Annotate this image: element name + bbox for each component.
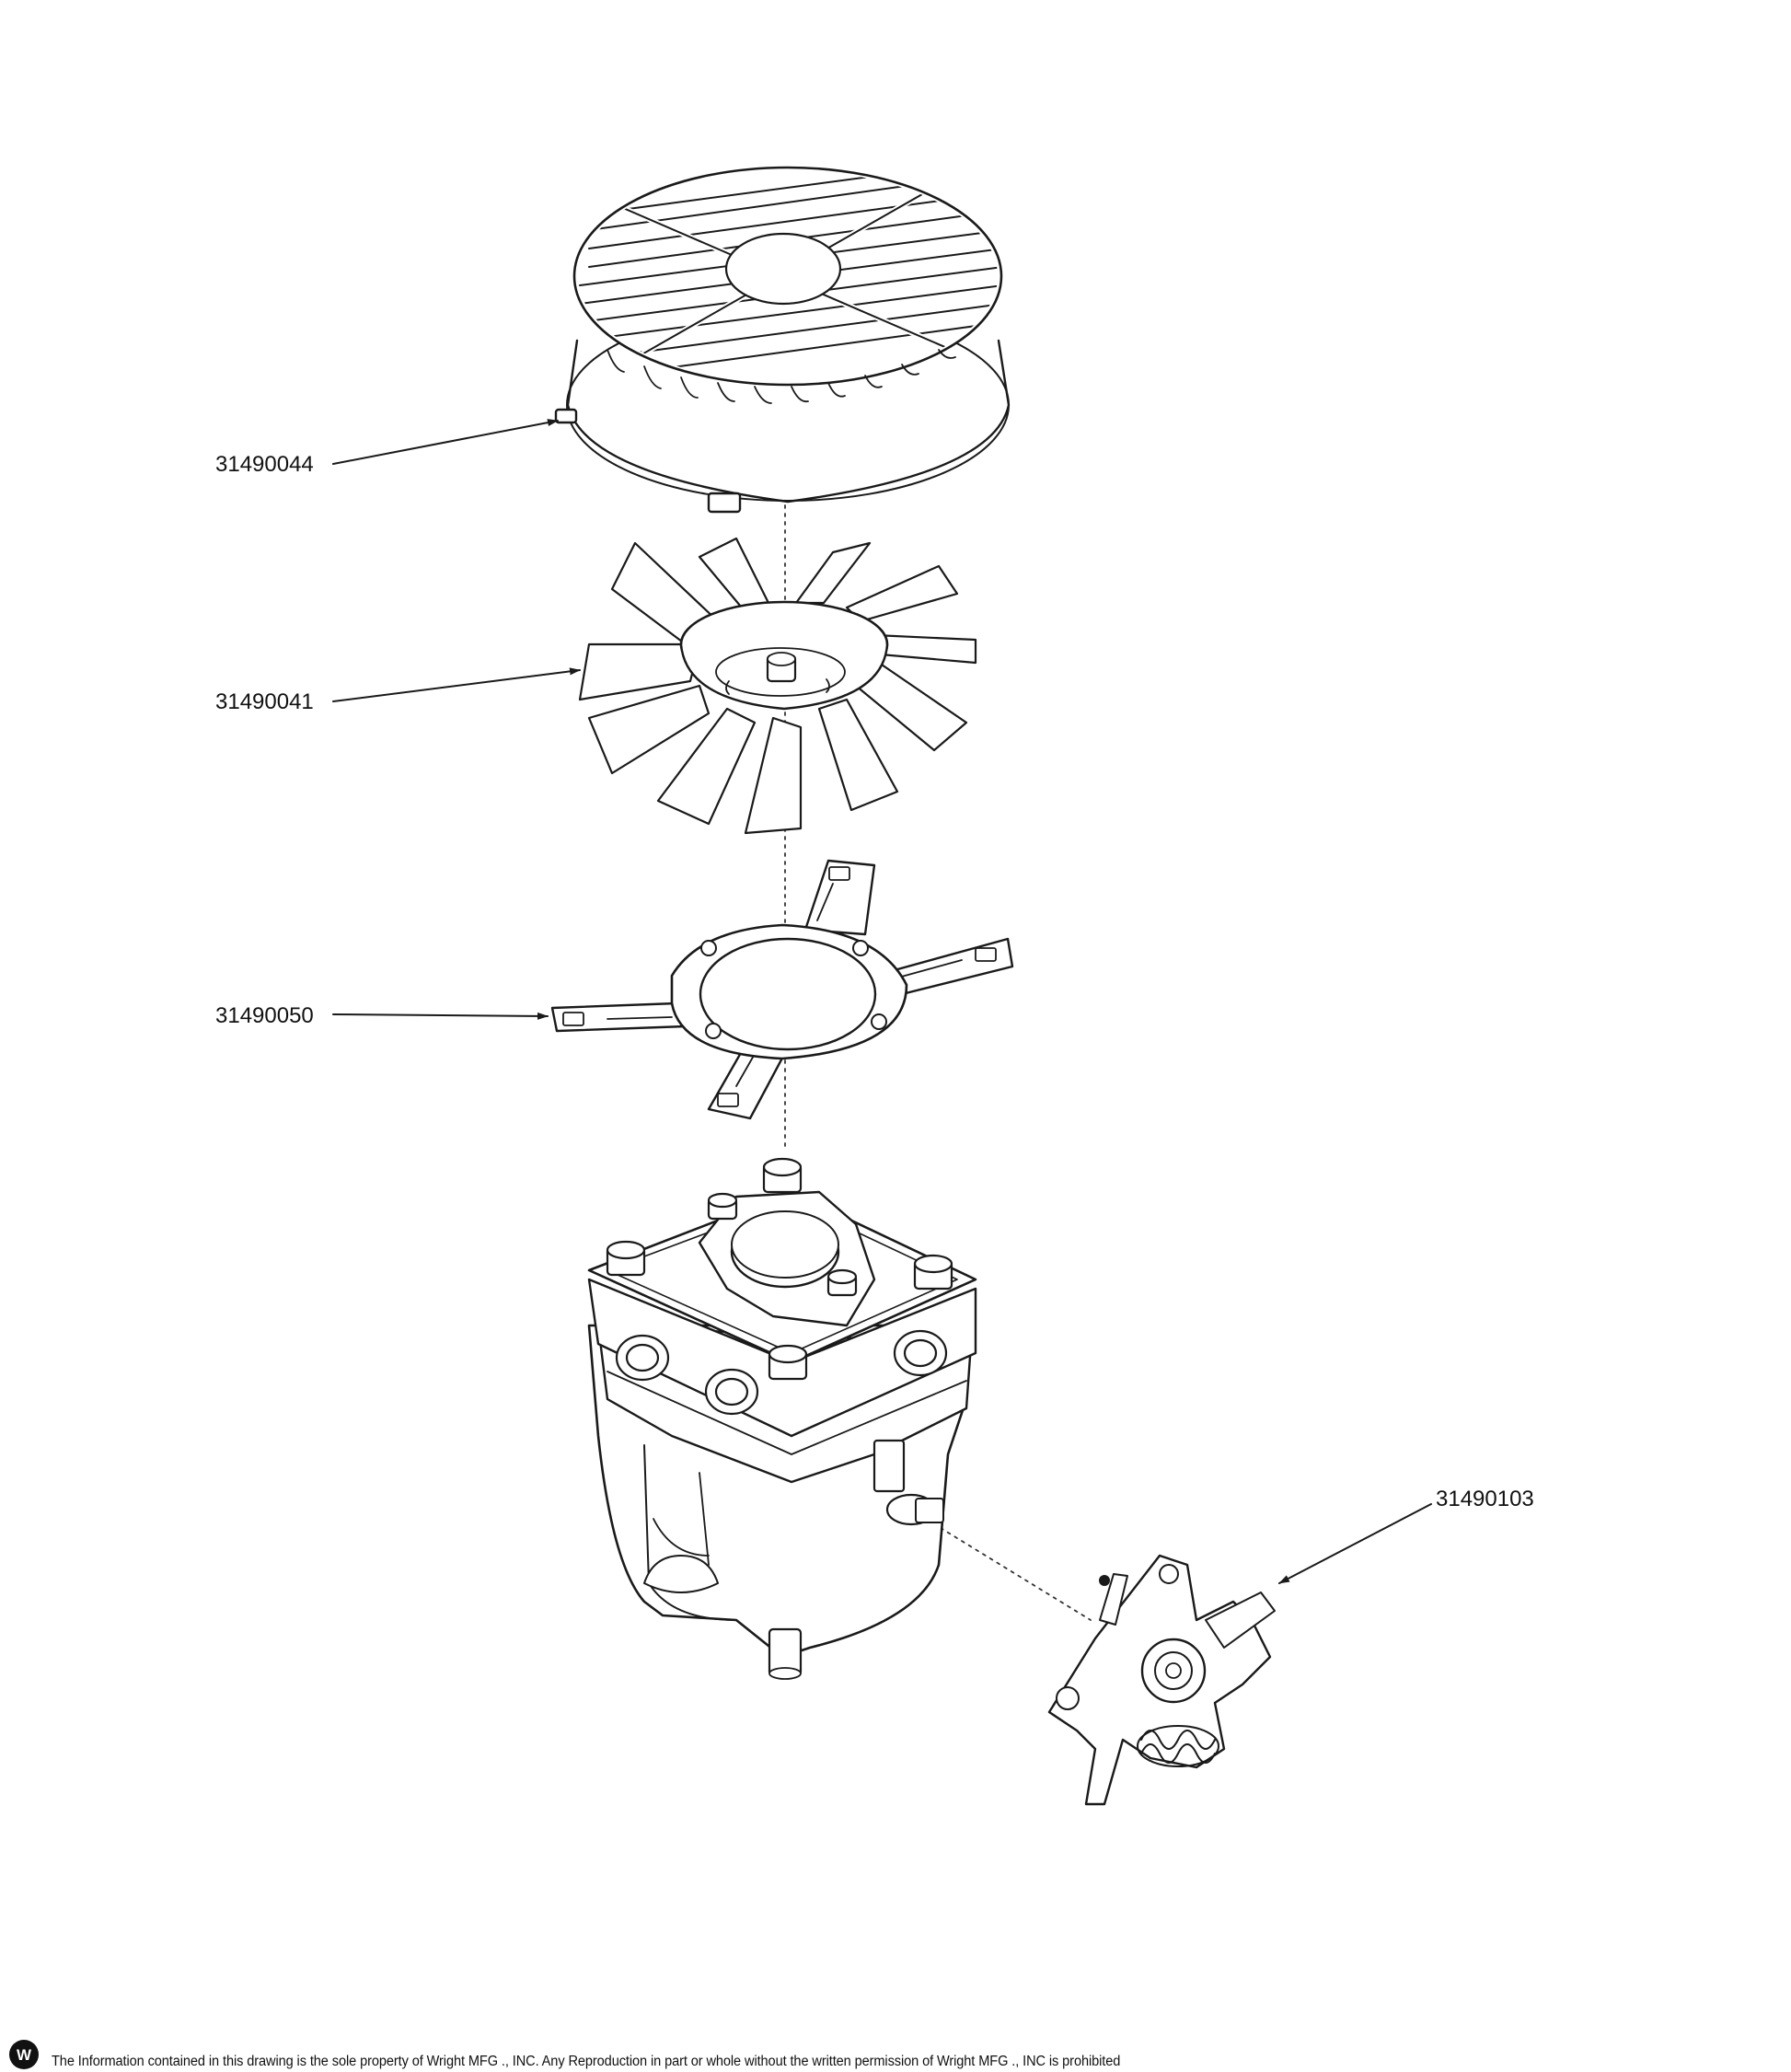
pump-bolt	[913, 1254, 953, 1291]
cooling-fan-icon	[578, 537, 977, 835]
pump-bolt	[606, 1240, 646, 1277]
callout-31490103: 31490103	[1278, 1487, 1534, 1584]
footer-notice: W The Information contained in this draw…	[0, 2039, 1791, 2072]
fan-shroud-icon	[554, 166, 1011, 514]
pump-bolt	[707, 1192, 738, 1221]
control-linkage-icon	[1047, 1554, 1276, 1806]
callout-31490050: 31490050	[215, 1003, 549, 1028]
pump-bolt	[768, 1344, 808, 1381]
wright-logo-icon: W	[9, 2040, 39, 2069]
callout-31490041: 31490041	[215, 667, 581, 714]
part-number-label: 31490103	[1436, 1487, 1534, 1511]
part-number-label: 31490041	[215, 689, 314, 714]
svg-text:W: W	[17, 2046, 32, 2064]
mounting-bracket-icon	[550, 859, 1014, 1120]
pump-bolt	[826, 1268, 858, 1297]
part-number-label: 31490050	[215, 1003, 314, 1028]
part-number-label: 31490044	[215, 452, 314, 477]
callout-31490044: 31490044	[215, 419, 559, 477]
pump-bolt	[762, 1157, 803, 1194]
hydro-pump-icon	[587, 1157, 977, 1680]
copyright-notice: The Information contained in this drawin…	[52, 2054, 1121, 2069]
